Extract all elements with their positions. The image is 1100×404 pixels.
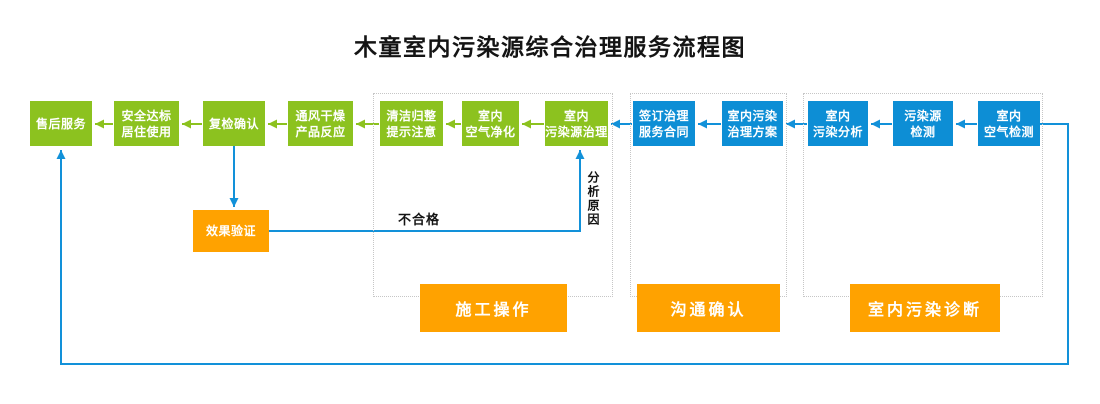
node-air-detection-label-2: 空气检测: [983, 124, 1034, 139]
node-safe-living-label-1: 安全达标: [121, 108, 172, 123]
node-sign-contract-label-1: 签订治理: [638, 108, 689, 123]
node-cleanup-notice: 清洁归整 提示注意: [380, 101, 443, 146]
node-air-purification-label-2: 空气净化: [465, 124, 516, 139]
node-after-sales: 售后服务: [30, 101, 92, 146]
node-air-purification: 室内 空气净化: [462, 101, 519, 146]
node-source-treatment-label-1: 室内: [563, 108, 589, 123]
node-recheck-confirm-label: 复检确认: [208, 116, 259, 131]
edge-label-analyze-cause: 分析原因: [586, 171, 600, 227]
node-ventilation-drying: 通风干燥 产品反应: [288, 101, 353, 146]
node-sign-contract: 签订治理 服务合同: [633, 101, 695, 146]
node-cleanup-notice-label-1: 清洁归整: [386, 108, 437, 123]
node-ventilation-drying-label-1: 通风干燥: [295, 108, 346, 123]
node-air-detection-label-1: 室内: [996, 108, 1022, 123]
node-safe-living-label-2: 居住使用: [121, 124, 172, 139]
node-source-treatment-label-2: 污染源治理: [545, 124, 608, 139]
node-air-purification-label-1: 室内: [477, 108, 503, 123]
edge-label-unqualified: 不合格: [398, 212, 441, 227]
node-source-treatment: 室内 污染源治理: [545, 101, 608, 146]
group-label-construction: 施工操作: [420, 284, 567, 332]
node-pollution-analysis: 室内 污染分析: [808, 101, 868, 146]
node-treatment-plan: 室内污染 治理方案: [722, 101, 783, 146]
page-title: 木童室内污染源综合治理服务流程图: [354, 34, 746, 60]
node-recheck-confirm: 复检确认: [203, 101, 265, 146]
node-pollution-analysis-label-1: 室内: [825, 108, 851, 123]
node-source-detection-label-2: 检测: [910, 124, 936, 139]
node-safe-living: 安全达标 居住使用: [114, 101, 179, 146]
node-cleanup-notice-label-2: 提示注意: [386, 124, 437, 139]
node-treatment-plan-label-1: 室内污染: [727, 108, 778, 123]
group-label-diagnosis: 室内污染诊断: [850, 284, 1000, 332]
node-effect-verification-label: 效果验证: [205, 224, 256, 238]
node-after-sales-label: 售后服务: [35, 116, 86, 131]
node-pollution-analysis-label-2: 污染分析: [812, 124, 863, 139]
node-effect-verification: 效果验证: [193, 210, 269, 252]
node-treatment-plan-label-2: 治理方案: [727, 124, 778, 139]
node-air-detection: 室内 空气检测: [978, 101, 1040, 146]
node-source-detection-label-1: 污染源: [904, 108, 942, 123]
group-label-communication: 沟通确认: [637, 284, 780, 332]
node-ventilation-drying-label-2: 产品反应: [295, 124, 346, 139]
node-source-detection: 污染源 检测: [893, 101, 953, 146]
node-sign-contract-label-2: 服务合同: [638, 124, 689, 139]
